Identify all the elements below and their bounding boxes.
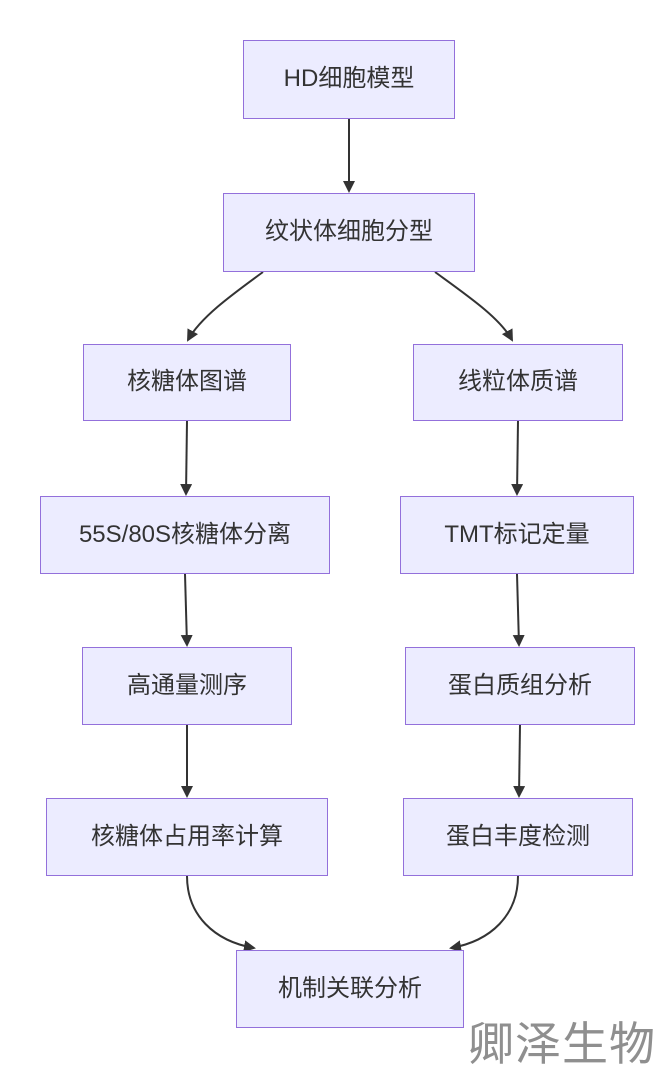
node-mechanism-association-analysis: 机制关联分析 [236,950,464,1028]
node-ribosome-profiling: 核糖体图谱 [83,344,291,421]
node-label: 线粒体质谱 [458,368,578,396]
edge-C-E [180,420,193,496]
edge-B-D [434,271,513,342]
node-protein-abundance-detection: 蛋白丰度检测 [403,798,633,876]
node-label: 核糖体图谱 [127,368,247,396]
node-ribosome-occupancy-calculation: 核糖体占用率计算 [46,798,328,876]
node-label: 核糖体占用率计算 [91,822,283,850]
edge-B-C [187,271,264,342]
edge-D-F [511,420,524,496]
edge-I-K [186,875,256,953]
edge-E-G [180,573,193,647]
node-label: 55S/80S核糖体分离 [78,520,292,548]
node-tmt-labeling-quantification: TMT标记定量 [400,496,634,574]
node-label: 蛋白质组分析 [448,671,592,699]
node-proteomics-analysis: 蛋白质组分析 [405,647,635,725]
node-label: HD细胞模型 [283,65,415,93]
node-label: TMT标记定量 [444,520,590,548]
node-label: 高通量测序 [127,671,247,699]
node-striatal-cell-typing: 纹状体细胞分型 [223,193,475,272]
node-label: 纹状体细胞分型 [265,218,433,246]
node-label: 机制关联分析 [278,974,422,1002]
node-label: 蛋白丰度检测 [446,822,590,850]
watermark-text: 卿泽生物 [468,1019,656,1069]
node-ribosome-separation: 55S/80S核糖体分离 [40,496,330,574]
node-hd-cell-model: HD细胞模型 [243,40,455,119]
edge-H-J [513,724,526,798]
node-high-throughput-sequencing: 高通量测序 [82,647,292,725]
edge-F-H [512,573,525,647]
node-mitochondrial-mass-spec: 线粒体质谱 [413,344,623,421]
edge-J-K [449,875,519,953]
